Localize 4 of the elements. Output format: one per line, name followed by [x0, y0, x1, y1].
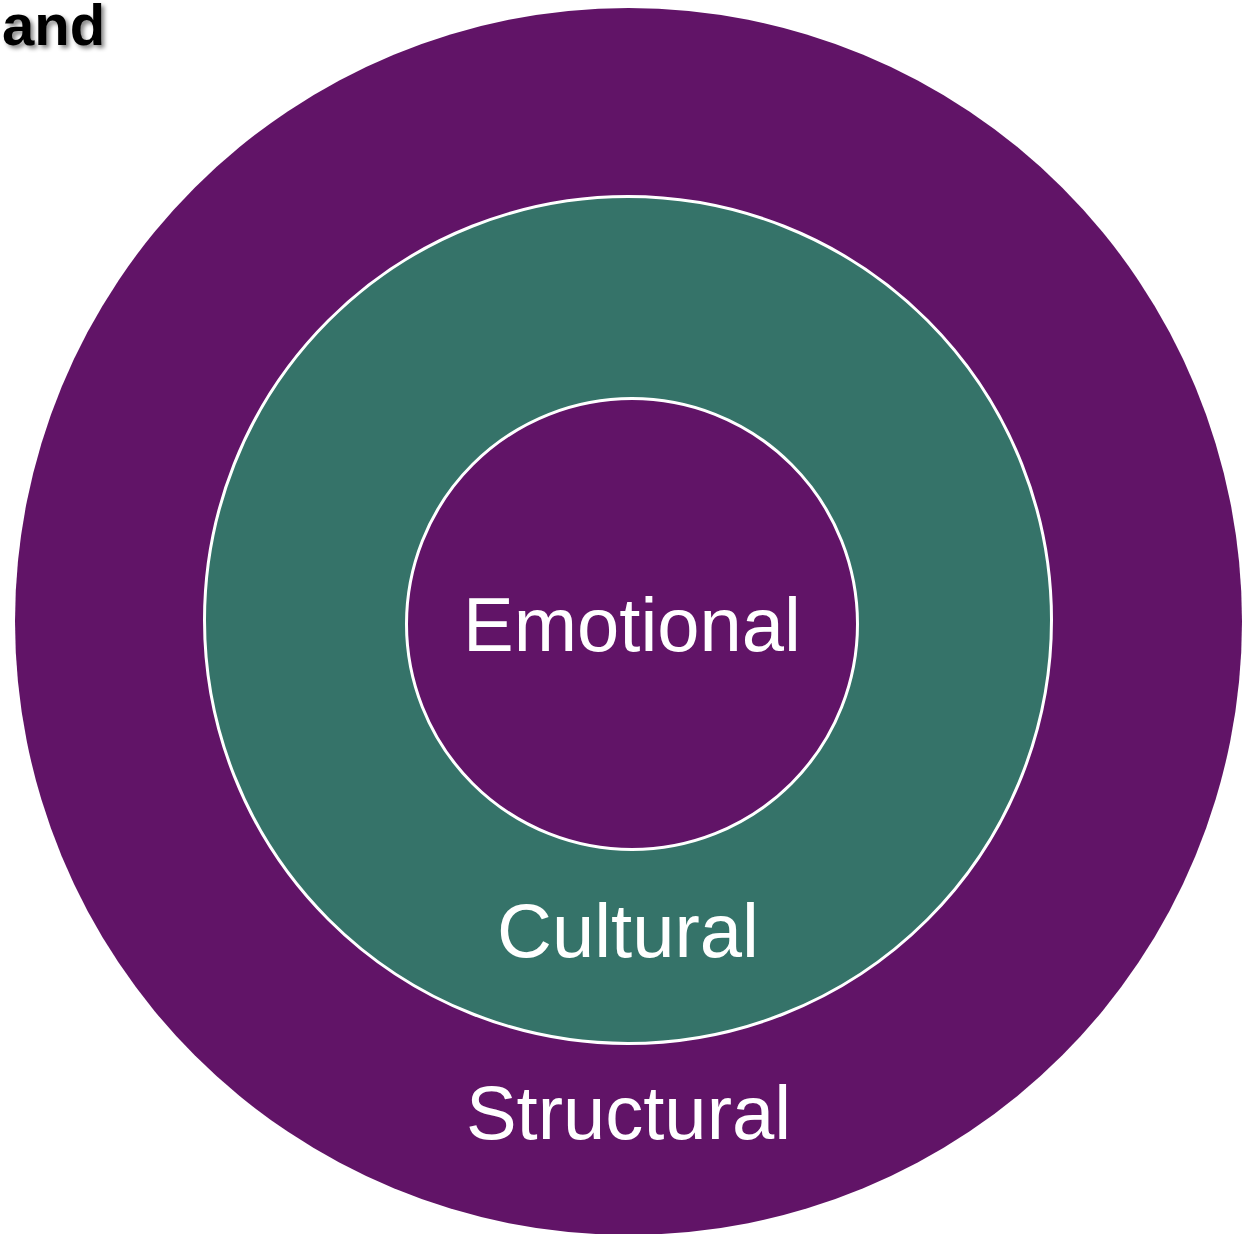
ring-label: Emotional: [463, 587, 801, 663]
ring-label: Structural: [465, 1075, 792, 1151]
heading-fragment: and: [2, 0, 106, 54]
ring-label: Cultural: [497, 893, 759, 969]
